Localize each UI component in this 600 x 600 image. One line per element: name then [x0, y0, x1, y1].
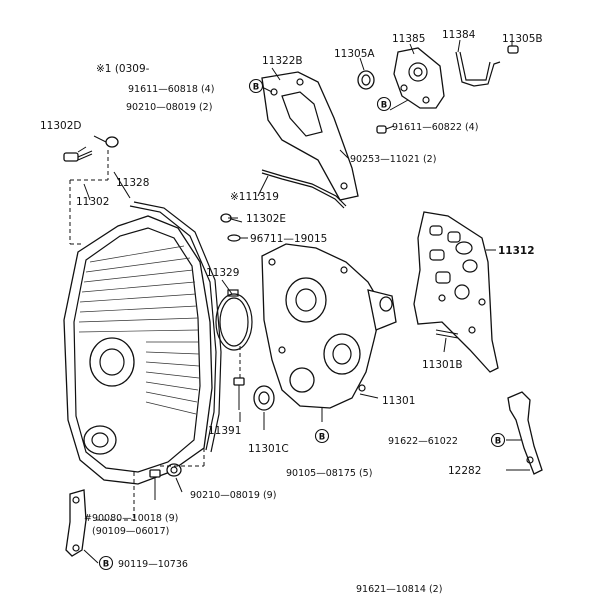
- label-11329: 11329: [206, 267, 239, 279]
- svg-text:B: B: [495, 437, 501, 447]
- cover-plate-11312-icon: [413, 211, 499, 373]
- label-11385: 11385: [392, 33, 425, 45]
- label-11305a: 11305A: [334, 48, 375, 60]
- label-91622-61022: 91622—61022: [388, 436, 458, 447]
- label-11301: 11301: [382, 395, 415, 407]
- stud-11301b-icon: [435, 329, 459, 339]
- label-90210-08019-9: 90210—08019 (9): [190, 490, 276, 501]
- pin-11391-icon: [233, 377, 245, 410]
- svg-text:B: B: [253, 83, 259, 93]
- oil-seal-11305a-icon: [357, 70, 375, 90]
- label-11391: 11391: [208, 425, 241, 437]
- svg-text:B: B: [319, 433, 325, 443]
- bolt-90080-10018-icon: [149, 469, 161, 500]
- label-12282: 12282: [448, 465, 481, 477]
- bracket-12282-icon: [507, 391, 543, 475]
- label-11302d: 11302D: [40, 120, 82, 132]
- label-90109-06017: (90109—06017): [92, 526, 169, 537]
- oil-seal-11301c-icon: [253, 385, 275, 411]
- rear-plate-11322b-icon: [261, 71, 359, 201]
- bolt-91611-60822-icon: [376, 125, 387, 134]
- housing-11301-icon: [261, 243, 397, 409]
- label-11305b: 11305B: [502, 33, 543, 45]
- label-90253-11021: 90253—11021 (2): [350, 154, 436, 165]
- timing-cover-11302-icon: [63, 215, 213, 485]
- bolt-marker-1: B: [248, 78, 264, 94]
- label-91611-60822: 91611—60822 (4): [392, 122, 478, 133]
- label-11328: 11328: [116, 177, 149, 189]
- label-11322b: 11322B: [262, 55, 303, 67]
- label-90119-10736: 90119—10736: [118, 559, 188, 570]
- washer-90210-08019-icon: [166, 463, 182, 477]
- bolt-marker-2: B: [376, 96, 392, 112]
- o-ring-96711-19015-icon: [227, 234, 241, 242]
- bolt-marker-4: B: [490, 432, 506, 448]
- label-90210-08019-2: 90210—08019 (2): [126, 102, 212, 113]
- bracket-90119-10736-icon: [65, 489, 87, 557]
- label-11302e: 11302E: [246, 213, 286, 225]
- part-labels: ※1 (0309- 11322B 11305A 11385 11384 1130…: [40, 29, 543, 595]
- leader-lines: [69, 39, 530, 564]
- gasket-strip-111319-icon: [261, 169, 347, 209]
- label-11384: 11384: [442, 29, 476, 41]
- label-90080-10018: #90080—10018 (9): [84, 513, 178, 524]
- label-90105-08175: 90105—08175 (5): [286, 468, 372, 479]
- label-96711-19015: 96711—19015: [250, 233, 327, 245]
- svg-text:B: B: [103, 560, 109, 570]
- svg-text:B: B: [381, 101, 387, 111]
- bracket-11384-icon: [455, 51, 501, 87]
- bracket-11385-icon: [393, 47, 445, 109]
- label-91621-10814: 91621—10814 (2): [356, 584, 442, 595]
- label-11312: 11312: [498, 245, 535, 257]
- label-91611-60818: 91611—60818 (4): [128, 84, 214, 95]
- bolt-marker-3: B: [314, 428, 330, 444]
- label-11302: 11302: [76, 196, 109, 208]
- gasket-ring-11329-icon: [215, 289, 253, 351]
- bolt-marker-5: B: [98, 555, 114, 571]
- label-note-0309: ※1 (0309-: [96, 63, 150, 75]
- label-11301b: 11301B: [422, 359, 463, 371]
- label-111319: ※111319: [230, 191, 279, 203]
- gasket-11328-icon: [129, 201, 222, 453]
- bolt-11302d-icon: [63, 136, 119, 162]
- plug-11305b-icon: [507, 45, 519, 54]
- label-11301c: 11301C: [248, 443, 289, 455]
